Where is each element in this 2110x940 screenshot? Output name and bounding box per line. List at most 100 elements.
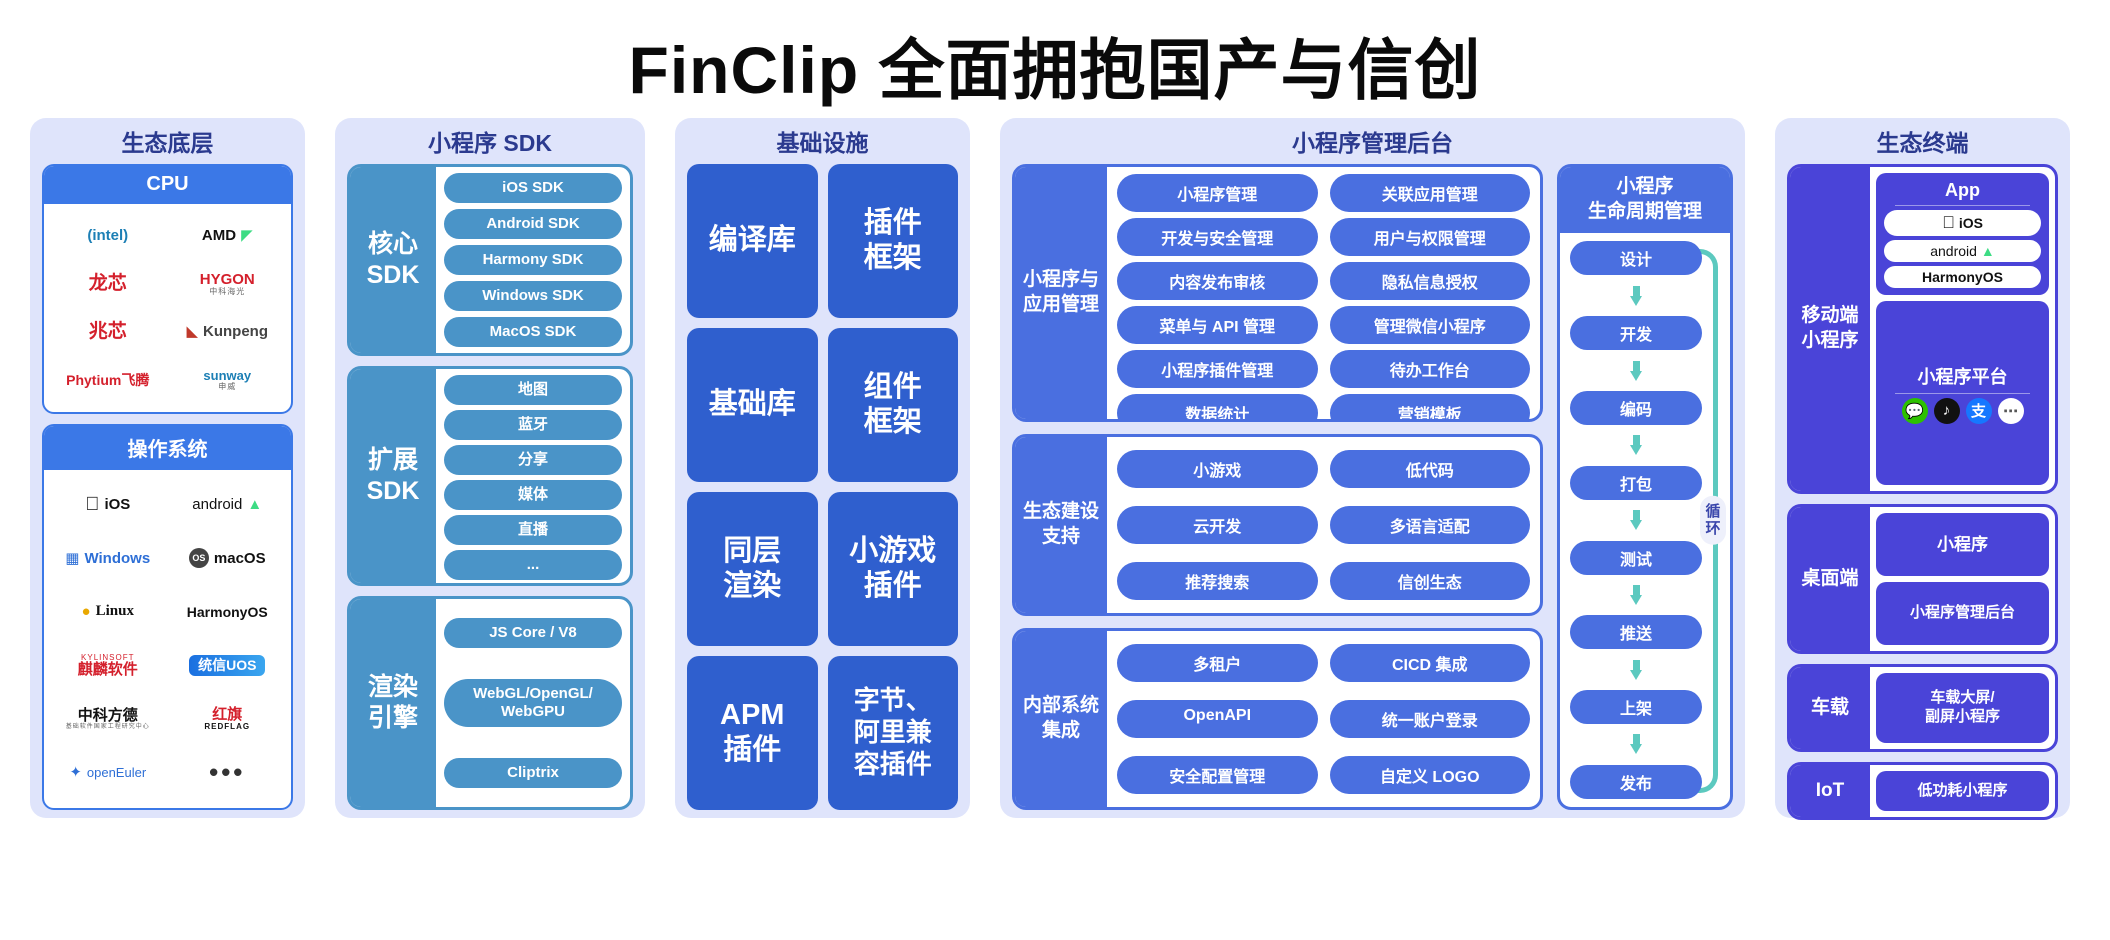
harmonyos-logo: HarmonyOS <box>186 603 268 620</box>
terminal-desktop-label: 桌面端 <box>1790 507 1870 651</box>
be-item-user-permission-management[interactable]: 用户与权限管理 <box>1329 218 1530 256</box>
lifecycle-panel: 小程序 生命周期管理 循环 设计 开发 编码 打包 <box>1557 164 1733 810</box>
terminal-item-miniapp[interactable]: 小程序 <box>1876 513 2049 576</box>
terminal-item-miniapp-backend[interactable]: 小程序管理后台 <box>1876 582 2049 645</box>
be-item-multi-language[interactable]: 多语言适配 <box>1329 506 1530 544</box>
be-item-low-code[interactable]: 低代码 <box>1329 450 1530 488</box>
windows-logo: ▦Windows <box>65 549 151 567</box>
divider <box>1894 392 2030 394</box>
lifecycle-stage-develop[interactable]: 开发 <box>1570 316 1702 351</box>
be-item-marketing-template[interactable]: 营销模板 <box>1329 394 1530 419</box>
terminal-pill-ios[interactable]: iOS <box>1884 210 2041 236</box>
infra-cell-component-framework[interactable]: 组件 框架 <box>827 328 958 482</box>
terminal-item-car-screen-miniapp[interactable]: 车载大屏/ 副屏小程序 <box>1876 673 2049 743</box>
infra-cell-plugin-framework[interactable]: 插件 框架 <box>827 164 958 318</box>
be-item-sso[interactable]: 统一账户登录 <box>1329 700 1530 738</box>
be-item-miniapp-management[interactable]: 小程序管理 <box>1117 174 1318 212</box>
sdk-item-bluetooth[interactable]: 蓝牙 <box>444 410 622 440</box>
phytium-logo: Phytium飞腾 <box>66 371 150 388</box>
infra-cell-minigame-plugin[interactable]: 小游戏 插件 <box>827 492 958 646</box>
be-item-privacy-authorization[interactable]: 隐私信息授权 <box>1329 262 1530 300</box>
be-item-manage-wechat-miniapp[interactable]: 管理微信小程序 <box>1329 306 1530 344</box>
sdk-item-cliptrix[interactable]: Cliptrix <box>444 758 622 788</box>
be-item-custom-logo[interactable]: 自定义 LOGO <box>1329 756 1530 794</box>
infra-cell-bytedance-alibaba-plugin[interactable]: 字节、 阿里兼 容插件 <box>827 656 958 810</box>
douyin-icon[interactable]: ♪ <box>1933 397 1960 424</box>
column-backend-header: 小程序管理后台 <box>1292 130 1453 156</box>
be-item-data-statistics[interactable]: 数据统计 <box>1117 394 1318 419</box>
be-item-dev-security-management[interactable]: 开发与安全管理 <box>1117 218 1318 256</box>
terminal-card-app-title: App <box>1945 180 1980 200</box>
column-sdk-header: 小程序 SDK <box>428 130 552 156</box>
terminal-block-iot: IoT 低功耗小程序 <box>1787 762 2058 820</box>
sdk-item-media[interactable]: 媒体 <box>444 480 622 510</box>
sdk-item-harmony[interactable]: Harmony SDK <box>444 244 622 275</box>
arrow-down-icon <box>1629 285 1643 306</box>
be-item-miniapp-plugin-management[interactable]: 小程序插件管理 <box>1117 350 1318 388</box>
lifecycle-stage-package[interactable]: 打包 <box>1570 465 1702 500</box>
be-item-menu-api-management[interactable]: 菜单与 API 管理 <box>1117 306 1318 344</box>
column-terminal-header: 生态终端 <box>1876 130 1969 156</box>
sdk-item-webgl[interactable]: WebGL/OpenGL/ WebGPU <box>444 679 622 727</box>
infra-cell-compiler[interactable]: 编译库 <box>687 164 818 318</box>
sdk-item-ios[interactable]: iOS SDK <box>444 173 622 204</box>
sdk-item-more[interactable]: ... <box>444 550 622 580</box>
infra-cell-apm-plugin[interactable]: APM 插件 <box>687 656 818 810</box>
infra-cell-same-layer-render[interactable]: 同层 渲染 <box>687 492 818 646</box>
sdk-extension-items: 地图 蓝牙 分享 媒体 直播 ... <box>436 369 630 583</box>
sdk-item-share[interactable]: 分享 <box>444 445 622 475</box>
intel-logo: (intel) <box>87 227 129 245</box>
be-item-content-publish-review[interactable]: 内容发布审核 <box>1117 262 1318 300</box>
terminal-pill-android[interactable]: android▲ <box>1884 240 2041 262</box>
be-item-xinchuang-ecosystem[interactable]: 信创生态 <box>1329 562 1530 600</box>
divider <box>1894 205 2030 206</box>
sdk-item-jscore[interactable]: JS Core / V8 <box>444 618 622 648</box>
amd-logo: AMD◤ <box>201 227 253 245</box>
be-item-cloud-dev[interactable]: 云开发 <box>1117 506 1318 544</box>
be-item-cicd[interactable]: CICD 集成 <box>1329 644 1530 682</box>
os-card-title: 操作系统 <box>44 426 291 470</box>
wechat-icon[interactable]: 💬 <box>1901 397 1928 424</box>
backend-group-ecosystem: 生态建设 支持 小游戏 低代码 云开发 多语言适配 推荐搜索 信创生态 <box>1012 434 1543 616</box>
backend-group-internal-integration: 内部系统 集成 多租户 CICD 集成 OpenAPI 统一账户登录 安全配置管… <box>1012 628 1543 810</box>
page-title: FinClip 全面拥抱国产与信创 <box>628 33 1482 107</box>
be-item-recommend-search[interactable]: 推荐搜索 <box>1117 562 1318 600</box>
be-item-security-config[interactable]: 安全配置管理 <box>1117 756 1318 794</box>
terminal-card-app: App iOS android▲ HarmonyOS <box>1876 173 2049 295</box>
sdk-core-items: iOS SDK Android SDK Harmony SDK Windows … <box>436 167 630 353</box>
sdk-item-macos[interactable]: MacOS SDK <box>444 316 622 347</box>
arrow-down-icon <box>1629 659 1643 680</box>
be-item-openapi[interactable]: OpenAPI <box>1117 700 1318 738</box>
terminal-card-platform-title: 小程序平台 <box>1917 364 2008 387</box>
lifecycle-stage-release-listing[interactable]: 上架 <box>1570 690 1702 725</box>
terminal-item-low-power-miniapp[interactable]: 低功耗小程序 <box>1876 771 2049 811</box>
be-item-multi-tenant[interactable]: 多租户 <box>1117 644 1318 682</box>
arrow-down-icon <box>1629 734 1643 755</box>
sdk-item-map[interactable]: 地图 <box>444 375 622 405</box>
lifecycle-title: 小程序 生命周期管理 <box>1560 167 1730 234</box>
sdk-item-live[interactable]: 直播 <box>444 515 622 545</box>
terminal-block-automotive: 车载 车载大屏/ 副屏小程序 <box>1787 664 2058 752</box>
lifecycle-stage-design[interactable]: 设计 <box>1570 241 1702 276</box>
lifecycle-stage-test[interactable]: 测试 <box>1570 540 1702 575</box>
arrow-down-icon <box>1629 584 1643 605</box>
alipay-icon[interactable]: 支 <box>1965 397 1992 424</box>
infra-cell-base-lib[interactable]: 基础库 <box>687 328 818 482</box>
be-item-linked-app-management[interactable]: 关联应用管理 <box>1329 174 1530 212</box>
arrow-down-icon <box>1629 435 1643 456</box>
be-item-todo-workbench[interactable]: 待办工作台 <box>1329 350 1530 388</box>
sdk-item-android[interactable]: Android SDK <box>444 209 622 240</box>
android-logo: android▲ <box>192 495 263 513</box>
be-item-minigame[interactable]: 小游戏 <box>1117 450 1318 488</box>
lifecycle-stage-code[interactable]: 编码 <box>1570 390 1702 425</box>
more-icon[interactable]: ⋯ <box>1997 397 2024 424</box>
terminal-pill-harmonyos[interactable]: HarmonyOS <box>1884 266 2041 288</box>
lifecycle-stage-push[interactable]: 推送 <box>1570 615 1702 650</box>
backend-group-app-management: 小程序与 应用管理 小程序管理 关联应用管理 开发与安全管理 用户与权限管理 内… <box>1012 164 1543 422</box>
lifecycle-stage-publish[interactable]: 发布 <box>1570 764 1702 799</box>
sdk-item-windows[interactable]: Windows SDK <box>444 280 622 311</box>
